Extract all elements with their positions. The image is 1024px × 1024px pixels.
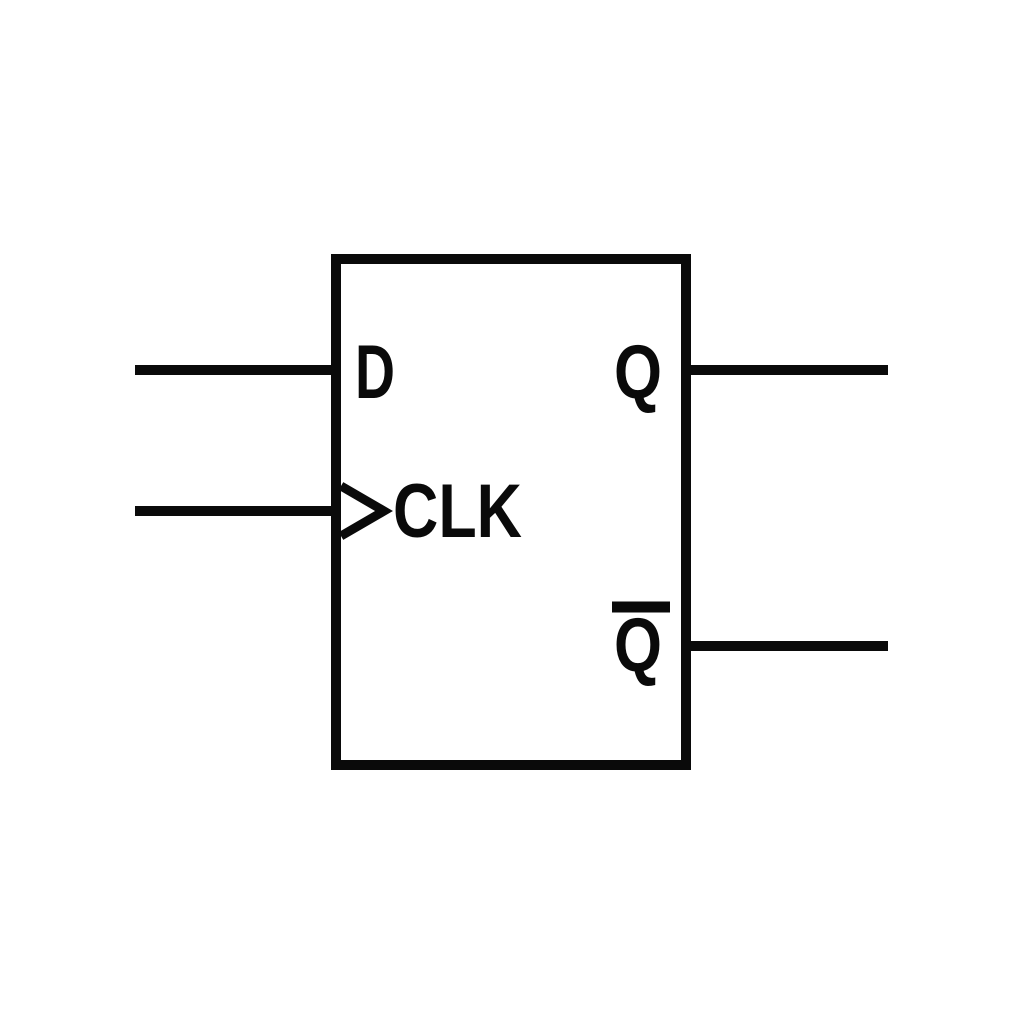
q-output-label: Q bbox=[614, 330, 662, 415]
clk-input-label: CLK bbox=[393, 469, 522, 554]
q-bar-output-label: Q bbox=[614, 603, 662, 688]
flip-flop-body bbox=[331, 254, 691, 770]
clock-edge-triangle-icon bbox=[338, 482, 393, 540]
d-input-label: D bbox=[355, 330, 395, 415]
